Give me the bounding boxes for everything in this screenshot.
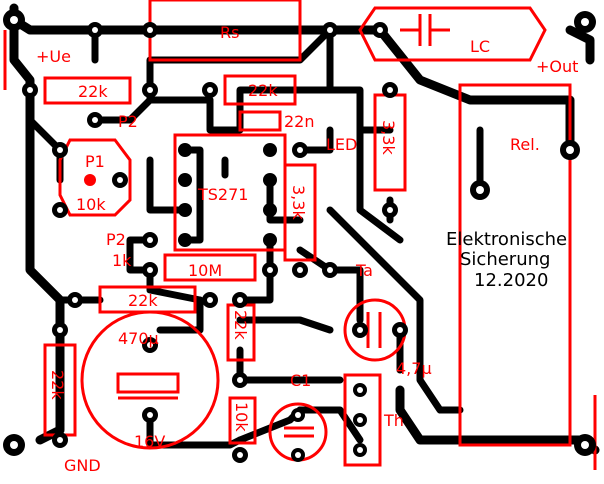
solder-pads: [3, 9, 596, 463]
label-r22k-mid: 22k: [128, 291, 158, 310]
label-rs: Rs: [220, 23, 239, 42]
label-led: LED: [326, 135, 357, 154]
label-p2-top: P2: [118, 112, 138, 131]
label-ue: +Ue: [36, 47, 71, 66]
label-c470: 470µ: [118, 329, 159, 348]
label-r33k-a: 3,3k: [379, 120, 398, 155]
component-outlines: [3, 0, 597, 470]
label-c1: C1: [290, 371, 311, 390]
label-th: Th: [383, 411, 404, 430]
label-c22n: 22n: [284, 112, 315, 131]
label-p2: P2: [106, 230, 126, 249]
label-gnd: GND: [64, 456, 101, 475]
label-ta: Ta: [355, 261, 373, 280]
label-rel: Rel.: [510, 135, 540, 154]
note-line-2: Sicherung: [460, 249, 550, 270]
label-p1: P1: [85, 152, 105, 171]
label-r33k-b: 3,3k: [289, 185, 308, 220]
label-ts271: TS271: [197, 185, 248, 204]
label-v16: 16V: [134, 432, 165, 451]
label-r22k-top: 22k: [78, 82, 108, 101]
label-p2-val: 1k: [112, 251, 132, 270]
label-r10k: 10k: [232, 402, 251, 432]
label-c47: 4,7µ: [396, 359, 432, 378]
label-r22k-v: 22k: [231, 310, 250, 340]
note-line-1: Elektronische: [446, 229, 567, 250]
label-r22k-left: 22k: [48, 370, 67, 400]
note-line-3: 12.2020: [474, 270, 548, 291]
label-out: +Out: [536, 57, 578, 76]
label-lc: LC: [470, 37, 490, 56]
label-r10m: 10M: [188, 261, 222, 280]
label-r22k-2: 22k: [248, 81, 278, 100]
label-p1-val: 10k: [76, 195, 106, 214]
